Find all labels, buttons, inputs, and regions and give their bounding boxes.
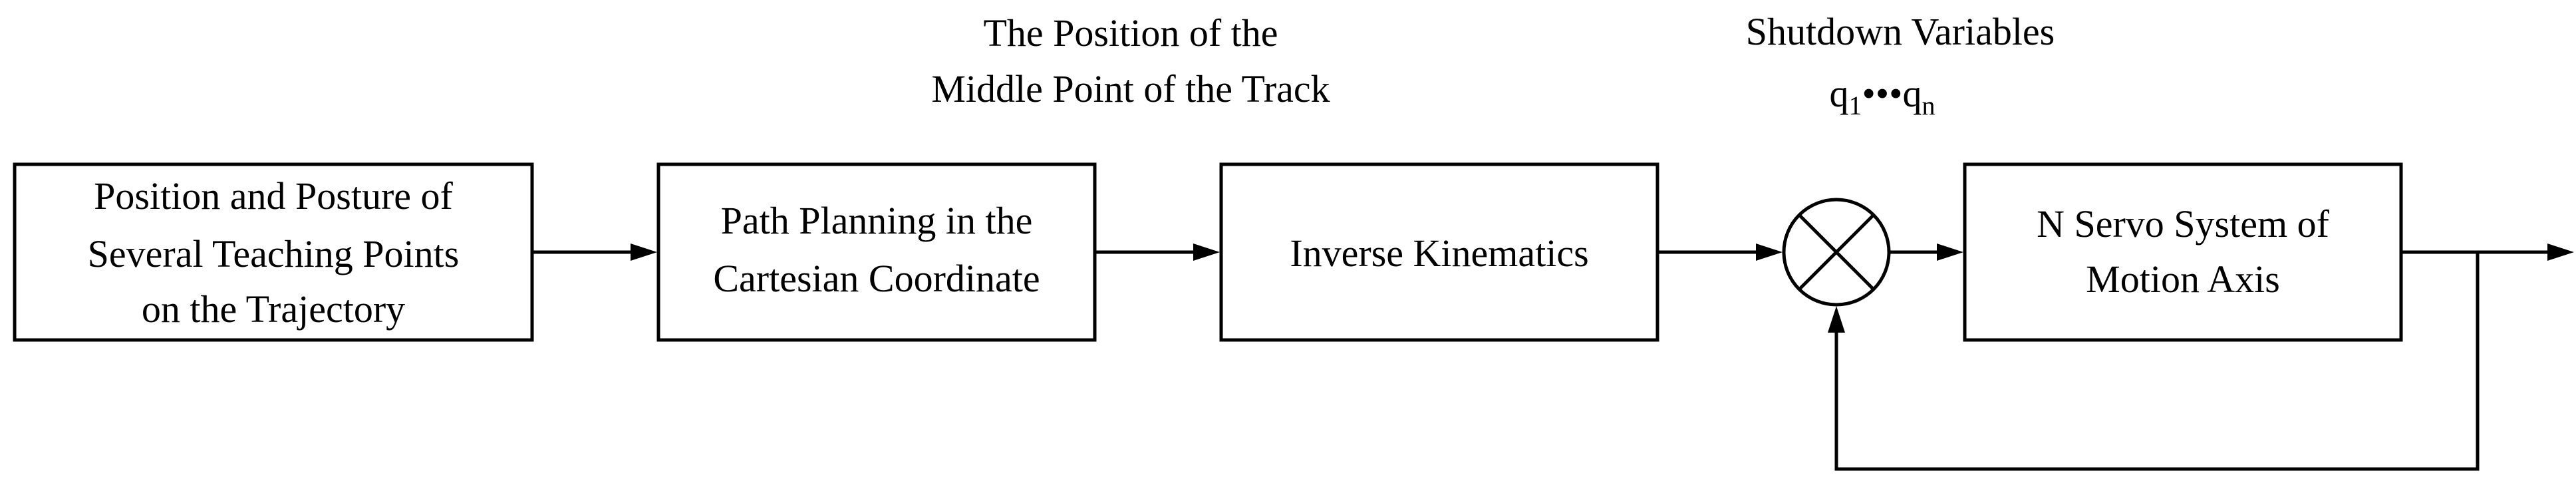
path-planning-line-1: Path Planning in the [721, 199, 1033, 242]
shutdown-variables-title: Shutdown Variables [1746, 10, 2055, 53]
arrow-junction-to-servo [1889, 243, 1963, 261]
servo-system-line-1: N Servo System of [2037, 202, 2330, 245]
track-midpoint-line-1: The Position of the [983, 11, 1278, 55]
teaching-points-line-2: Several Teaching Points [88, 232, 460, 275]
inverse-kinematics-label: Inverse Kinematics [1290, 232, 1588, 275]
teaching-points-line-1: Position and Posture of [94, 174, 453, 218]
servo-system-line-2: Motion Axis [2086, 257, 2280, 301]
summing-junction [1782, 198, 1891, 307]
path-planning-line-2: Cartesian Coordinate [713, 257, 1040, 300]
shutdown-variables-annotation: Shutdown Variables q1•••qn [1746, 10, 2055, 120]
track-midpoint-annotation: The Position of the Middle Point of the … [931, 11, 1330, 110]
arrow-kinematics-to-junction [1657, 243, 1783, 261]
teaching-points-block: Position and Posture of Several Teaching… [13, 162, 534, 342]
servo-system-block: N Servo System of Motion Axis [1963, 162, 2403, 342]
output-arrow [2401, 243, 2574, 261]
joint-variables-label: q1•••qn [1830, 72, 1935, 120]
inverse-kinematics-block: Inverse Kinematics [1219, 162, 1659, 342]
teaching-points-line-3: on the Trajectory [142, 287, 405, 331]
arrow-planning-to-kinematics [1095, 243, 1220, 261]
track-midpoint-line-2: Middle Point of the Track [931, 67, 1330, 110]
feedback-loop [1828, 252, 2480, 471]
path-planning-block: Path Planning in the Cartesian Coordinat… [656, 162, 1097, 342]
arrow-teaching-to-planning [532, 243, 657, 261]
